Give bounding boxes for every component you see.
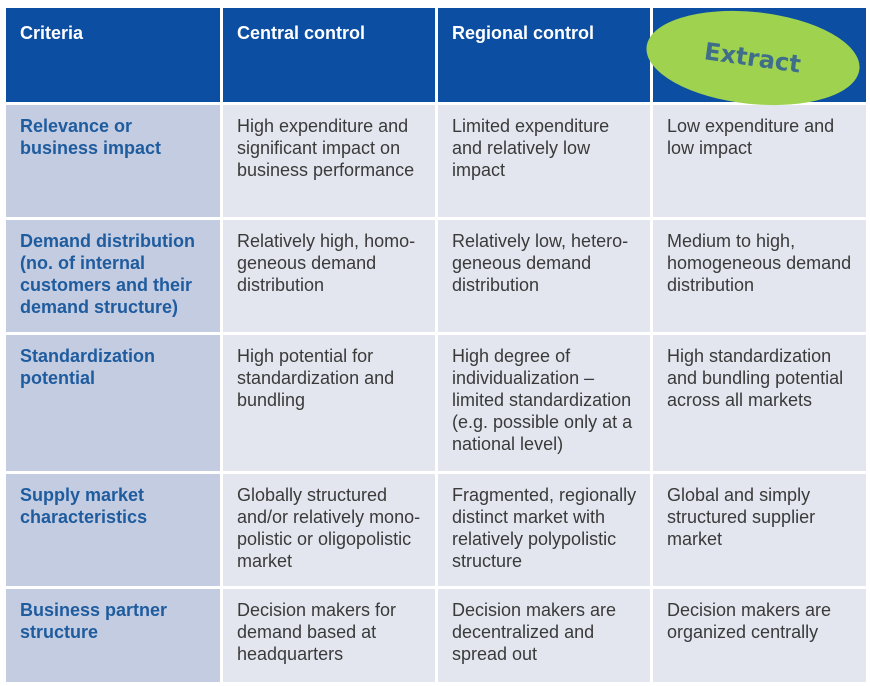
table-cell: Low expenditure and low impact — [653, 105, 866, 217]
table-cell: Limited expenditure and relatively low i… — [438, 105, 650, 217]
header-central-control: Central control — [223, 8, 435, 102]
extract-label: Extract — [702, 37, 804, 79]
table-cell: Medium to high, homogeneous demand distr… — [653, 220, 866, 332]
comparison-table: Criteria Central control Regional contro… — [6, 8, 866, 682]
table-cell: High potential for standardization and b… — [223, 335, 435, 471]
table-cell: Decision makers are organized centrally — [653, 589, 866, 682]
table-cell: Relatively low, hetero-geneous demand di… — [438, 220, 650, 332]
row-criterion: Relevance or business impact — [6, 105, 220, 217]
row-criterion: Supply market characteristics — [6, 474, 220, 586]
row-criterion: Business partner structure — [6, 589, 220, 682]
row-criterion: Demand distribution (no. of internal cus… — [6, 220, 220, 332]
row-criterion: Standardization potential — [6, 335, 220, 471]
header-regional-control: Regional control — [438, 8, 650, 102]
table-cell: Globally structured and/or relatively mo… — [223, 474, 435, 586]
table-cell: Decision makers are decentralized and sp… — [438, 589, 650, 682]
table-cell: Decision makers for demand based at head… — [223, 589, 435, 682]
table-cell: High degree of individualization – limit… — [438, 335, 650, 471]
table-cell: High standardization and bundling potent… — [653, 335, 866, 471]
table-cell: High expenditure and significant impact … — [223, 105, 435, 217]
table-cell: Relatively high, homo-geneous demand dis… — [223, 220, 435, 332]
header-criteria: Criteria — [6, 8, 220, 102]
table-cell: Fragmented, regionally distinct market w… — [438, 474, 650, 586]
table-cell: Global and simply structured supplier ma… — [653, 474, 866, 586]
